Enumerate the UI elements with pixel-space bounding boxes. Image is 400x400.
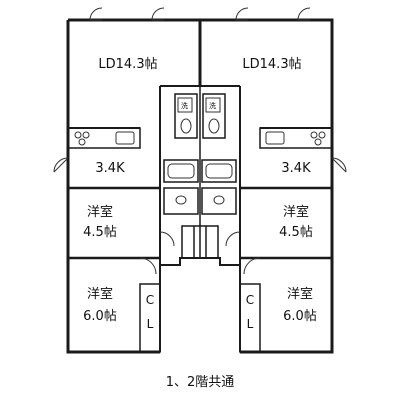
left-wash-label: 洗	[181, 101, 188, 110]
right-closet-c: C	[246, 293, 254, 307]
left-kitchen-label: 3.4K	[95, 161, 125, 176]
right-closet-l: L	[247, 317, 254, 331]
door-swings	[53, 157, 347, 275]
right-room-a-size: 4.5帖	[279, 225, 313, 240]
right-room-b-size: 6.0帖	[283, 309, 317, 324]
right-room-a-name: 洋室	[283, 204, 309, 220]
washroom-box-right	[205, 97, 221, 113]
wet-core	[163, 86, 237, 259]
washroom-box-left	[177, 97, 193, 113]
top-windows	[89, 7, 311, 21]
right-wash-label: 洗	[209, 101, 216, 110]
right-unit-interior	[200, 85, 333, 353]
left-room-a-name: 洋室	[87, 204, 113, 220]
floor-caption: 1、2階共通	[166, 375, 235, 390]
left-closet-l: L	[147, 317, 154, 331]
left-ld-label: LD14.3帖	[98, 57, 157, 72]
left-closet-c: C	[146, 293, 154, 307]
right-room-b-name: 洋室	[287, 286, 313, 302]
right-ld-label: LD14.3帖	[242, 57, 301, 72]
fixtures	[74, 118, 326, 205]
left-unit-interior	[67, 85, 200, 353]
right-kitchen-label: 3.4K	[281, 161, 311, 176]
left-room-b-name: 洋室	[87, 286, 113, 302]
left-room-b-size: 6.0帖	[83, 309, 117, 324]
left-room-a-size: 4.5帖	[83, 225, 117, 240]
